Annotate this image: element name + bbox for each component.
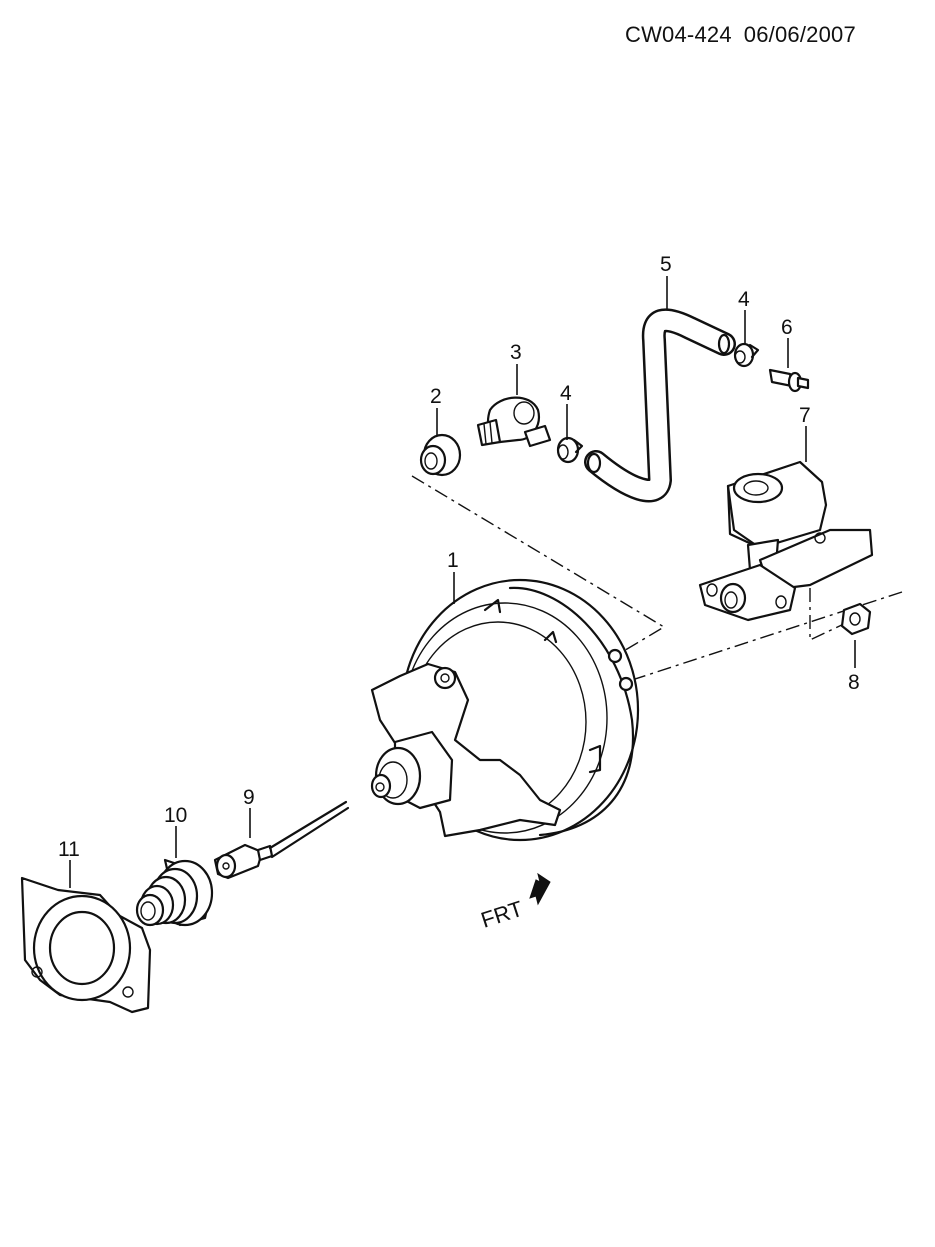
part-check-valve (476, 396, 552, 448)
callout-2: 2 (430, 385, 442, 408)
callout-10: 10 (164, 804, 187, 827)
part-hose-clamp-lower (556, 436, 584, 464)
document-header: CW04-424 06/06/2007 (625, 22, 868, 48)
part-brake-booster (370, 578, 640, 842)
callout-3: 3 (510, 341, 522, 364)
part-hose-clamp-upper (733, 342, 760, 368)
part-rubber-boot (135, 858, 214, 927)
part-push-rod (213, 800, 350, 880)
diagram-date: 06/06/2007 (743, 22, 856, 47)
frt-arrow-icon (529, 872, 551, 906)
part-nut (840, 602, 872, 636)
callout-9: 9 (243, 786, 255, 809)
callout-1: 1 (447, 549, 459, 572)
part-vacuum-hose (584, 308, 736, 503)
frt-label: FRT (478, 896, 526, 933)
diagram-code: CW04-424 (625, 22, 732, 47)
callout-leaders (69, 276, 856, 888)
callout-11: 11 (58, 838, 80, 861)
part-grommet (419, 433, 462, 477)
callout-8: 8 (848, 671, 860, 694)
callout-numbers: 1 2 3 4 4 5 6 7 8 9 10 11 (58, 253, 860, 861)
callout-5: 5 (660, 253, 672, 276)
part-master-cylinder (698, 460, 874, 622)
part-gasket (20, 876, 152, 1014)
callout-7: 7 (799, 404, 811, 427)
callout-6: 6 (781, 316, 793, 339)
callout-4-lower: 4 (560, 382, 572, 405)
callout-4-upper: 4 (738, 288, 750, 311)
front-direction-indicator: FRT (478, 872, 551, 933)
part-fitting-bolt (768, 368, 810, 393)
